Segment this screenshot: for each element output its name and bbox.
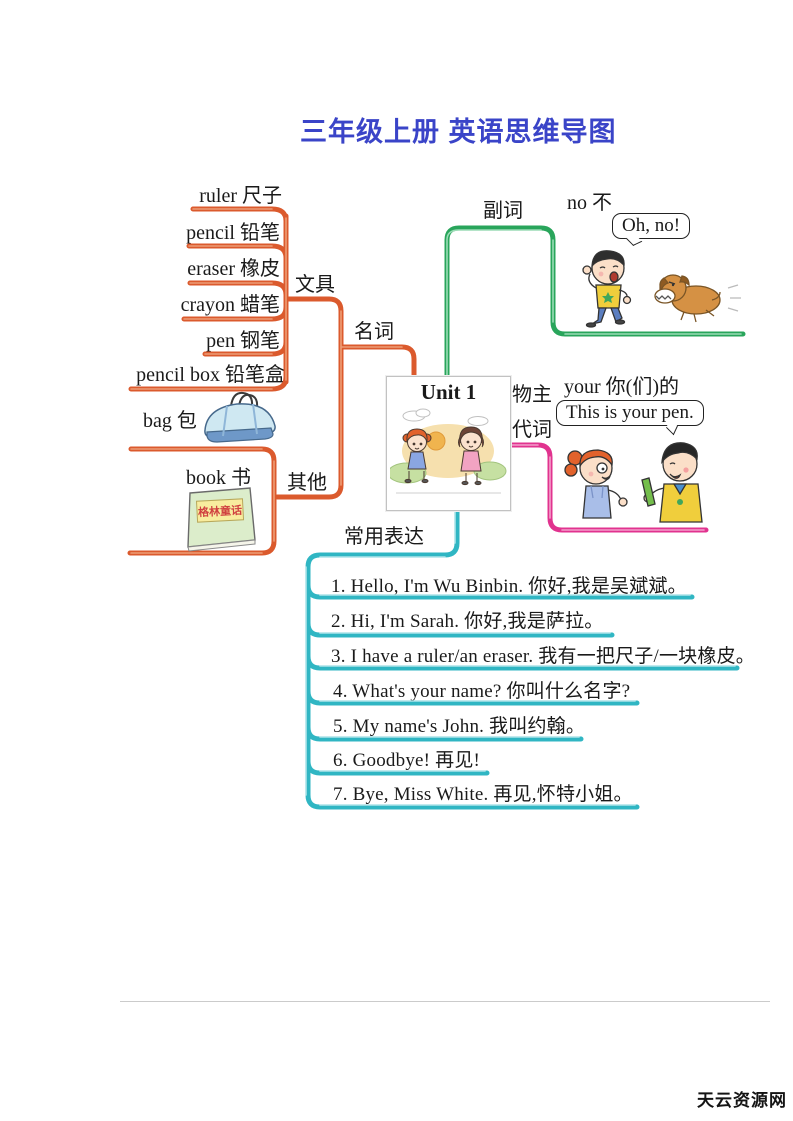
- possessive-label-line1: 物主: [512, 384, 552, 406]
- expression-3: 3. I have a ruler/an eraser. 我有一把尺子/一块橡皮…: [331, 646, 755, 667]
- expr1-underline: [305, 582, 695, 600]
- expression-7: 7. Bye, Miss White. 再见,怀特小姐。: [333, 784, 633, 805]
- expr5-underline: [305, 724, 584, 742]
- nouns-to-center-line: [338, 344, 417, 380]
- bag-illustration: [204, 391, 276, 443]
- expressions-branch-lines: [305, 506, 740, 810]
- other-item-bag: bag 包: [143, 410, 197, 432]
- possessive-speech-bubble: This is your pen.: [556, 400, 704, 435]
- girl-boy-pen-illustration: [564, 442, 703, 523]
- nouns-branch-label: 名词: [354, 321, 394, 343]
- stationery-item-pencil: pencil 铅笔: [186, 222, 280, 244]
- stationery-item-pen: pen 钢笔: [206, 330, 280, 352]
- expr6-underline: [305, 758, 490, 776]
- expression-5: 5. My name's John. 我叫约翰。: [333, 716, 586, 737]
- expressions-main-line: [305, 506, 640, 810]
- pencil-underline: [186, 243, 289, 261]
- possessive-label-line2: 代词: [512, 419, 552, 441]
- book-illustration: 格林童话: [187, 487, 256, 552]
- book-cover-title: 格林童话: [198, 503, 243, 519]
- center-node-unit1: Unit 1: [386, 376, 511, 511]
- footer-divider: [120, 1001, 770, 1002]
- adverb-bubble-text: Oh, no!: [622, 215, 681, 236]
- stationery-item-ruler: ruler 尺子: [199, 185, 282, 207]
- crayon-underline: [181, 304, 289, 322]
- other-item-book: book 书: [186, 467, 251, 489]
- expression-6: 6. Goodbye! 再见!: [333, 750, 481, 771]
- expressions-branch-label: 常用表达: [344, 526, 424, 548]
- adverb-branch-highlight: [446, 229, 742, 376]
- pen-underline: [202, 339, 289, 357]
- stationery-item-pencilbox: pencil box 铅笔盒: [136, 364, 285, 386]
- expr4-underline: [305, 688, 640, 706]
- expression-1: 1. Hello, I'm Wu Binbin. 你好,我是吴斌斌。: [331, 576, 687, 597]
- expression-4: 4. What's your name? 你叫什么名字?: [333, 681, 631, 702]
- expressions-branch-highlight: [305, 508, 736, 806]
- other-group-label: 其他: [287, 472, 327, 494]
- stationery-group-label: 文具: [295, 274, 335, 296]
- pencilbox-underline: [128, 374, 289, 392]
- eraser-underline: [187, 280, 289, 298]
- unit-title: Unit 1: [420, 380, 477, 404]
- possessive-bubble-text: This is your pen.: [566, 402, 694, 423]
- possessive-word: your 你(们)的: [564, 376, 679, 398]
- stationery-item-eraser: eraser 橡皮: [187, 258, 280, 280]
- adverb-word: no 不: [567, 192, 612, 214]
- possessive-branch-highlight: [509, 444, 705, 531]
- expression-2: 2. Hi, I'm Sarah. 你好,我是萨拉。: [331, 611, 604, 632]
- two-girls-scene-illustration: [390, 408, 507, 494]
- watermark: 天云资源网: [697, 1091, 787, 1110]
- nouns-branch-highlight: [130, 208, 403, 554]
- page-title: 三年级上册 英语思维导图: [300, 117, 617, 147]
- stationery-item-crayon: crayon 蜡笔: [180, 294, 280, 316]
- adverb-branch-label: 副词: [483, 200, 523, 222]
- adverb-branch-line: [444, 225, 746, 380]
- nouns-branch-lines: [127, 206, 417, 556]
- expr3-underline: [305, 653, 740, 671]
- boy-and-dog-illustration: [582, 250, 741, 328]
- ruler-underline: [190, 206, 289, 224]
- adverb-speech-bubble: Oh, no!: [612, 213, 691, 246]
- expr2-underline: [305, 620, 615, 638]
